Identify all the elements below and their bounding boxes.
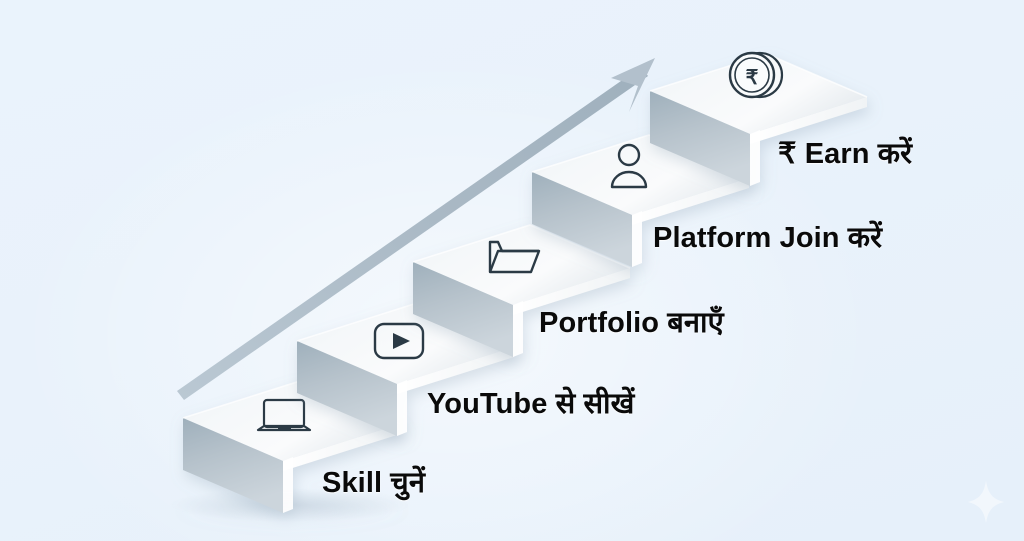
step-label-4: Platform Join करें [653,222,883,254]
step-label-3: Portfolio बनाएँ [539,307,724,339]
growth-arrow [177,58,655,400]
rupee-coin-icon: ₹ [728,51,784,99]
youtube-play-icon [373,322,425,360]
step-block-5 [649,53,868,186]
svg-text:₹: ₹ [746,67,759,89]
laptop-icon [256,398,312,432]
step-label-2: YouTube से सीखें [427,388,635,420]
step-block-3 [412,224,631,357]
user-person-icon [610,143,648,189]
step-label-1: Skill चुनें [322,467,426,499]
step-label-5: ₹ Earn करें [778,138,913,170]
open-folder-icon [488,240,541,274]
